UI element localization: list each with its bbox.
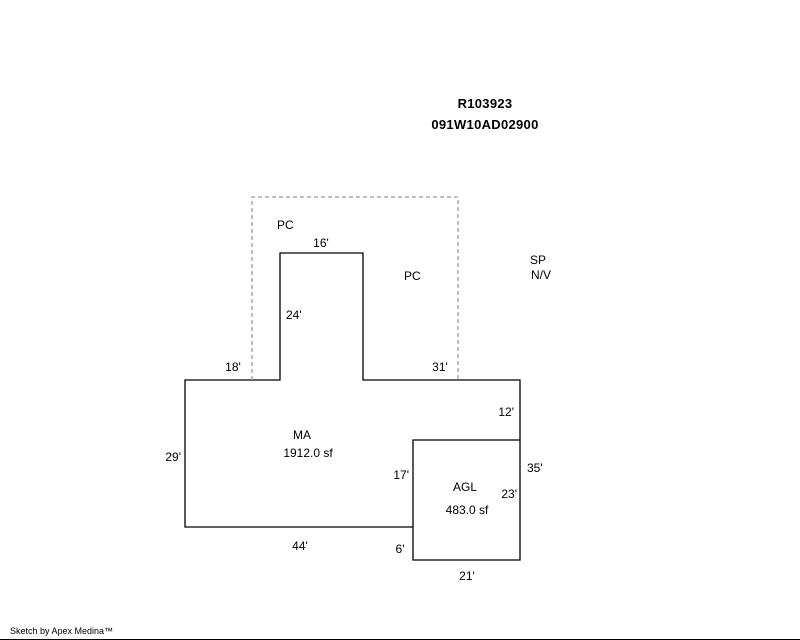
ma-area: 1912.0 sf xyxy=(283,446,333,460)
dim-6: 6' xyxy=(396,542,405,556)
agl-label: AGL xyxy=(453,480,477,494)
sp-label: SP xyxy=(530,253,546,267)
agl-area: 483.0 sf xyxy=(446,503,489,517)
parcel-header: R103923 091W10AD02900 xyxy=(335,93,635,135)
ma-label: MA xyxy=(293,428,311,442)
parcel-id: R103923 xyxy=(457,96,513,111)
garage-divider-outline xyxy=(412,439,520,527)
dim-18: 18' xyxy=(225,360,241,374)
map-taxlot-id: 091W10AD02900 xyxy=(431,117,539,132)
dim-31: 31' xyxy=(432,360,448,374)
pc-label-right: PC xyxy=(404,269,421,283)
dim-17: 17' xyxy=(393,468,409,482)
pc-label-left: PC xyxy=(277,218,294,232)
dim-24: 24' xyxy=(286,308,302,322)
sketch-credit: Sketch by Apex Medina™ xyxy=(10,626,114,636)
dim-44: 44' xyxy=(292,539,308,553)
dim-21: 21' xyxy=(459,569,475,583)
main-area-outline xyxy=(184,252,521,561)
dim-23: 23' xyxy=(501,487,517,501)
sp-value: N/V xyxy=(531,268,551,282)
dim-29: 29' xyxy=(165,450,181,464)
dim-12: 12' xyxy=(498,405,514,419)
dim-16: 16' xyxy=(313,236,329,250)
dim-35: 35' xyxy=(527,461,543,475)
porch-cover-outline xyxy=(251,196,459,380)
